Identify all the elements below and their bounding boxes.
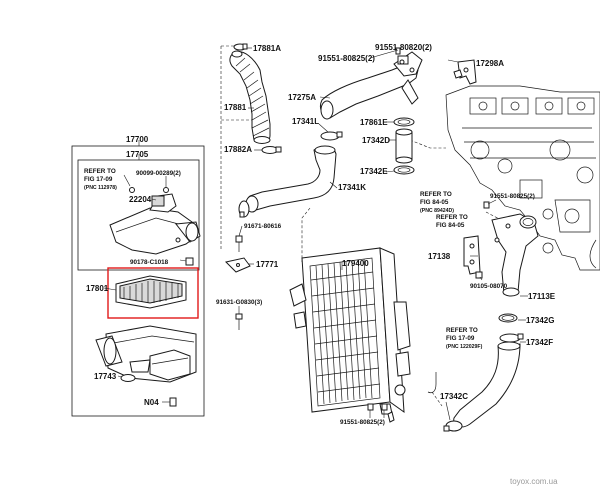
label-17341k: 17341K [338,183,366,192]
label-91551-80825-right: 91551-80825(2) [490,193,535,200]
label-17882a: 17882A [224,145,252,154]
bracket-17771 [225,257,251,273]
label-17342e: 17342E [360,167,388,176]
label-17700: 17700 [126,135,149,144]
label-17341l: 17341L [292,117,319,126]
intake-hose [229,50,271,144]
bolt-n04 [169,397,177,407]
label-17275a: 17275A [288,93,316,102]
bolt-91631 [235,313,243,330]
label-17342g: 17342G [526,316,554,325]
screw-90099 [129,187,169,193]
coupling-stack [393,117,415,175]
label-90178: 90178-C1018 [130,259,169,266]
ref1-line1: REFER TO [84,168,116,175]
label-22204: 22204 [129,195,152,204]
air-cleaner-frame [71,140,205,417]
bolt-91671 [235,235,243,252]
ref1-line3: (PNC 112978) [84,185,117,191]
clamp-17341k [238,200,250,218]
ref4-line3: (PNC 122029F) [446,344,483,350]
ref2-line2: FIG 84-05 [420,199,449,206]
label-17298a: 17298A [476,59,504,68]
ref2-line1: REFER TO [420,191,452,198]
ref4-line1: REFER TO [446,327,478,334]
label-91551-80825-top: 91551-80825(2) [318,54,375,63]
bolt-91551-bottom [367,403,388,411]
ref4-line2: FIG 17-09 [446,335,475,342]
clamp-17341l [320,131,343,141]
clamp-17342g [498,313,518,323]
filter-element [107,267,199,319]
intercooler-179400 [289,247,411,423]
bracket-17138 [463,235,481,275]
label-91671: 91671-80616 [244,223,282,230]
bolt-90105 [475,271,483,279]
bolt-91551-right [483,201,490,209]
label-17801: 17801 [86,284,109,293]
label-17342d: 17342D [362,136,390,145]
label-17743: 17743 [94,372,117,381]
label-90099: 90099-00289(2) [136,170,181,177]
part-labels: 17881A 91551-80820(2) 91551-80825(2) 172… [84,43,558,486]
air-cleaner-lid [109,193,201,255]
pipe-17113e [491,213,539,297]
label-17881a: 17881A [253,44,281,53]
clamp-17743 [120,374,136,382]
label-17138: 17138 [428,252,451,261]
label-91551-80820: 91551-80820(2) [375,43,432,52]
label-n04: N04 [144,398,159,407]
clamp-17882a [261,146,282,154]
label-17342f: 17342F [526,338,553,347]
ref2-line3: (PNC 89424D) [420,208,454,214]
ref3-line2: FIG 84-05 [436,222,465,229]
hose-17341k [245,145,337,213]
label-17881: 17881 [224,103,247,112]
ref3-line1: REFER TO [436,214,468,221]
label-17342c: 17342C [440,392,468,401]
label-90105: 90105-08070 [470,283,508,290]
lower-hose [453,341,521,428]
label-91551-80825-bottom: 91551-80825(2) [340,419,385,426]
label-179400: 179400 [342,259,369,268]
clamp-17342c [443,420,463,432]
pipe-17275a [319,51,423,120]
air-cleaner-case [95,325,197,383]
label-17705: 17705 [126,150,149,159]
bracket-17298a [453,59,477,85]
label-91631: 91631-G0830(3) [216,299,262,306]
watermark: toyox.com.ua [510,477,558,486]
label-17861e: 17861E [360,118,388,127]
label-17113e: 17113E [528,292,556,301]
clamp-17342f [499,333,524,343]
label-17771: 17771 [256,260,279,269]
ref1-line2: FIG 17-09 [84,176,113,183]
drain-pipe [427,372,437,394]
engine-block [445,85,600,271]
grommet-90178 [185,257,194,266]
clamp-17881a [233,43,248,51]
leader-lines [103,47,528,421]
